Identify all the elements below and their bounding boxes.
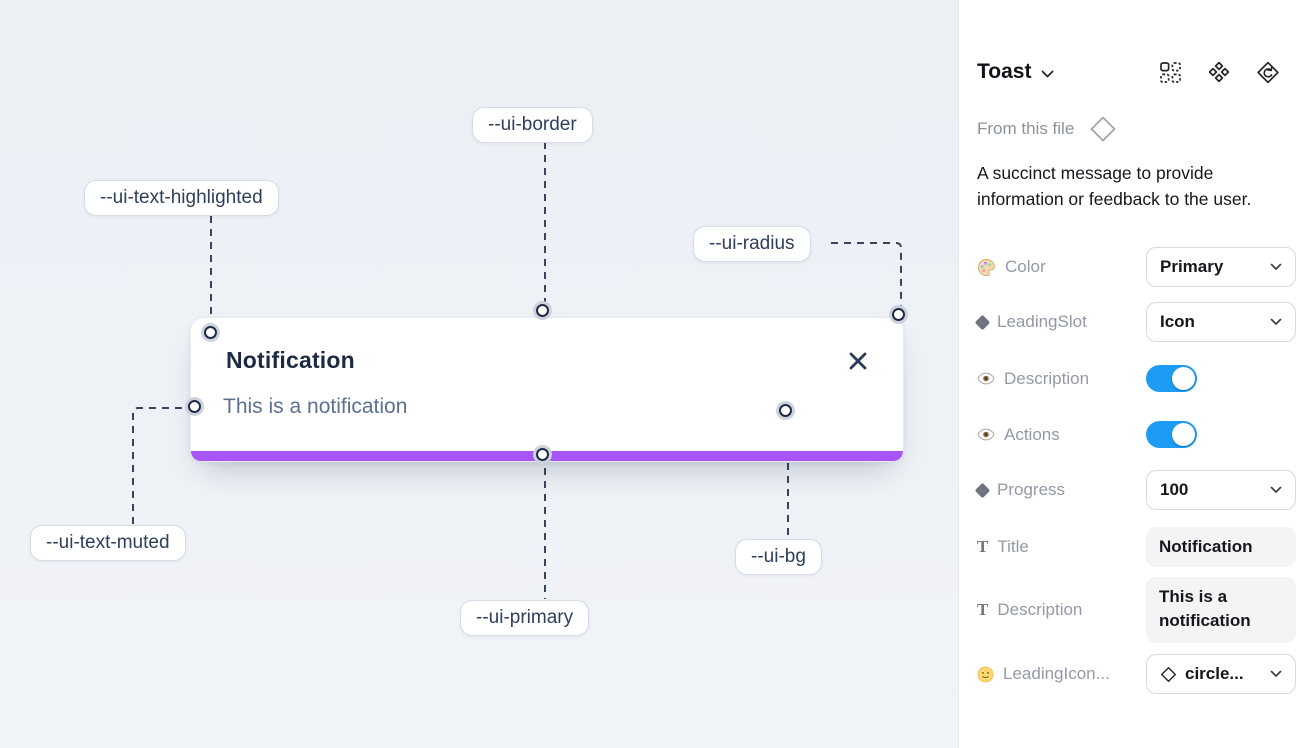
property-label-text: Title [997, 537, 1029, 556]
properties-panel: Toast [958, 0, 1312, 748]
property-label-actions: Actions [977, 425, 1060, 445]
color-select[interactable]: Primary [1146, 247, 1296, 287]
toggle-knob [1172, 367, 1195, 390]
property-row-leadingicon: LeadingIcon... circle... [977, 654, 1296, 694]
property-label-text: Description [1004, 368, 1090, 388]
property-row-actions-toggle: Actions [977, 421, 1296, 448]
description-field[interactable]: This is a notification [1146, 577, 1296, 643]
palette-icon [978, 258, 995, 276]
header-actions [1158, 57, 1280, 87]
property-label-color: Color [977, 257, 1046, 277]
panel-header: Toast [977, 57, 1296, 87]
toast-description: This is a notification [223, 395, 408, 418]
title-field[interactable]: Notification [1146, 527, 1296, 567]
text-type-icon: T [977, 537, 989, 556]
swap-instance-icon[interactable] [1256, 60, 1280, 84]
description-toggle[interactable] [1146, 365, 1197, 392]
variants-grid-icon[interactable] [1158, 60, 1182, 84]
property-row-leadingslot: LeadingSlot Icon [974, 302, 1296, 342]
toast-component[interactable]: Notification This is a notification [190, 317, 904, 462]
field-value: This is a notification [1159, 587, 1251, 630]
eye-icon [977, 428, 995, 441]
token-label-ui-text-muted: --ui-text-muted [30, 525, 186, 561]
property-row-description-text: T Description This is a notification [977, 576, 1296, 644]
toggle-knob [1172, 423, 1195, 446]
property-label-progress: Progress [974, 480, 1066, 500]
toast-title: Notification [226, 347, 355, 373]
diamond-icon [974, 314, 991, 330]
anchor-handle-text-muted [188, 400, 201, 413]
actions-toggle[interactable] [1146, 421, 1197, 448]
text-type-icon: T [977, 600, 989, 619]
anchor-handle-border [536, 304, 549, 317]
anchor-handle-primary [536, 448, 549, 461]
leadingicon-select[interactable]: circle... [1146, 654, 1296, 694]
property-label-description: Description [977, 369, 1089, 389]
chevron-down-icon [1270, 318, 1282, 325]
diamond-icon [974, 482, 991, 498]
select-value: Icon [1160, 312, 1195, 331]
chevron-down-icon [1270, 670, 1282, 677]
property-row-description-toggle: Description [977, 365, 1296, 392]
anchor-handle-text-highlighted [204, 326, 217, 339]
property-row-title: T Title Notification [977, 527, 1296, 567]
anchor-handle-bg [779, 404, 792, 417]
component-title: Toast [977, 60, 1032, 83]
property-label-text: Color [1005, 257, 1046, 276]
property-label-description-text: T Description [977, 600, 1082, 620]
diamond-icon [1160, 666, 1177, 683]
chevron-down-icon[interactable] [1041, 70, 1054, 79]
chevron-down-icon [1270, 263, 1282, 270]
token-label-ui-text-highlighted: --ui-text-highlighted [84, 180, 279, 216]
eye-icon [977, 372, 995, 385]
source-label: From this file [977, 119, 1075, 138]
select-value: 100 [1160, 480, 1189, 499]
anchor-handle-radius [892, 308, 905, 321]
select-value: Primary [1160, 257, 1224, 276]
property-label-text: Description [997, 600, 1083, 619]
field-value: Notification [1159, 537, 1253, 556]
select-value: circle... [1185, 664, 1244, 683]
design-canvas[interactable]: Notification This is a notification --ui… [0, 0, 958, 748]
progress-select[interactable]: 100 [1146, 470, 1296, 510]
property-label-leadingslot: LeadingSlot [974, 312, 1087, 332]
diamond-icon [1090, 116, 1116, 142]
leadingslot-select[interactable]: Icon [1146, 302, 1296, 342]
token-label-ui-bg: --ui-bg [735, 539, 822, 575]
property-label-text: Progress [997, 480, 1066, 499]
smiley-icon [977, 666, 994, 682]
property-label-title: T Title [977, 537, 1029, 557]
chevron-down-icon [1270, 486, 1282, 493]
line-ui-text-muted [132, 407, 186, 524]
toggle-cell [1146, 421, 1296, 448]
line-ui-radius [831, 242, 902, 306]
source-row: From this file [977, 114, 1118, 144]
token-label-ui-primary: --ui-primary [460, 600, 590, 636]
property-label-text: LeadingSlot [997, 312, 1087, 331]
component-set-icon[interactable] [1207, 60, 1231, 84]
component-description: A succinct message to provide informatio… [977, 163, 1252, 209]
property-label-text: Actions [1004, 424, 1060, 444]
toggle-cell [1146, 365, 1296, 392]
property-label-text: LeadingIcon... [1003, 664, 1110, 683]
close-icon[interactable] [847, 350, 869, 372]
token-label-ui-radius: --ui-radius [693, 226, 811, 262]
property-row-progress: Progress 100 [974, 470, 1296, 510]
token-label-ui-border: --ui-border [472, 107, 593, 143]
property-row-color: Color Primary [977, 247, 1296, 287]
property-label-leadingicon: LeadingIcon... [977, 664, 1110, 684]
